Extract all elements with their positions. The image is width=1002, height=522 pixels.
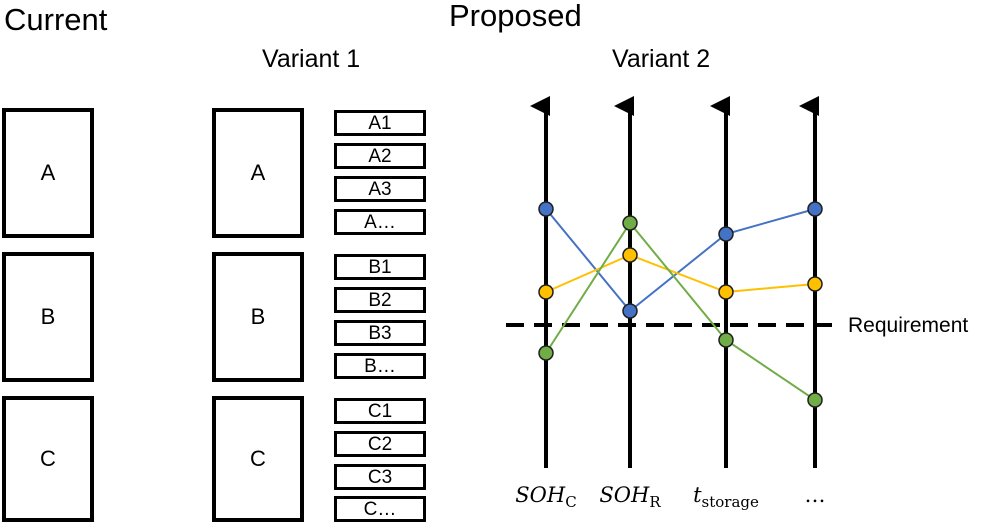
sub-box-b3: B3 — [334, 320, 426, 346]
axis-label-4: … — [805, 483, 826, 507]
series-1-point-3 — [718, 226, 734, 242]
series-line-3 — [545, 221, 816, 401]
axis-label-1: SOHC — [515, 483, 576, 511]
variant1-heading: Variant 1 — [262, 45, 361, 73]
series-2-point-1 — [538, 284, 554, 300]
sub-box-c-more: C… — [334, 496, 426, 522]
sub-box-a3: A3 — [334, 176, 426, 202]
series-1-point-4 — [807, 201, 823, 217]
current-box-c: C — [2, 396, 94, 522]
series-1-point-1 — [538, 201, 554, 217]
axis-label-2: SOHR — [599, 483, 661, 511]
sub-box-b2: B2 — [334, 287, 426, 313]
series-3-point-4 — [807, 392, 823, 408]
series-2-point-3 — [718, 284, 734, 300]
sub-box-a-more: A… — [334, 209, 426, 235]
axis-label-3: tstorage — [693, 483, 759, 511]
variant1-box-a: A — [212, 108, 304, 238]
series-2-point-2 — [622, 247, 638, 263]
series-2-point-4 — [807, 276, 823, 292]
variant1-box-c: C — [212, 396, 304, 522]
requirement-label: Requirement — [848, 314, 968, 337]
variant1-box-b: B — [212, 252, 304, 382]
series-3-point-2 — [622, 215, 638, 231]
series-3-point-1 — [538, 345, 554, 361]
sub-box-a2: A2 — [334, 143, 426, 169]
current-box-b: B — [2, 252, 94, 382]
sub-box-a1: A1 — [334, 110, 426, 136]
variant2-heading: Variant 2 — [612, 45, 711, 73]
sub-box-c2: C2 — [334, 431, 426, 457]
series-line-2 — [545, 253, 816, 294]
sub-box-b1: B1 — [334, 254, 426, 280]
current-box-a: A — [2, 108, 94, 238]
series-3-point-3 — [718, 332, 734, 348]
sub-box-b-more: B… — [334, 353, 426, 379]
series-line-1 — [545, 208, 816, 313]
sub-box-c3: C3 — [334, 464, 426, 490]
proposed-heading: Proposed — [449, 0, 582, 33]
sub-box-c1: C1 — [334, 398, 426, 424]
series-1-point-2 — [622, 303, 638, 319]
current-heading: Current — [4, 2, 108, 37]
